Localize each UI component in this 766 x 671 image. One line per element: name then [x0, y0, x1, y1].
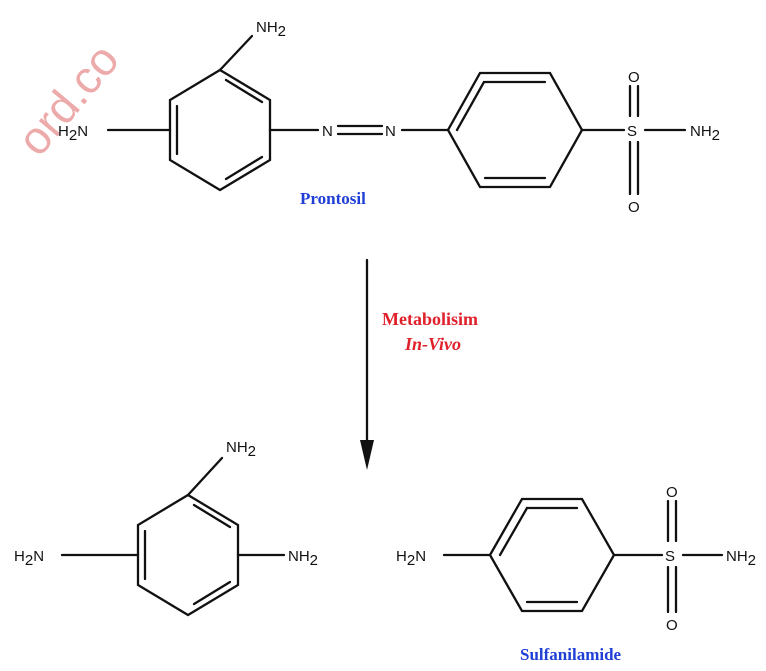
ring-b-double-bond-3: [455, 80, 486, 132]
triaminobenzene-ring: [136, 493, 240, 617]
prontosil-ring-a: [168, 68, 272, 192]
reaction-arrow: [360, 258, 374, 470]
ring-b-hexagon: [446, 71, 584, 189]
atom-oxygen-top-2: O: [628, 199, 640, 216]
ring-a-hexagon: [168, 68, 272, 192]
triamino-double-bond-2: [192, 503, 232, 529]
atom-nh2-top: NH2: [256, 19, 286, 40]
atom-h2n-left: H2N: [58, 123, 88, 144]
prontosil-ring-b: [446, 71, 584, 189]
bond-triamino-nh2-top: [186, 456, 224, 497]
atom-sulfur-top: S: [627, 123, 637, 140]
arrow-head: [360, 440, 374, 470]
sulfanilamide-ring: [488, 497, 616, 613]
atom-oxygen-bottom-1: O: [666, 484, 678, 501]
triamino-double-bond-3: [192, 580, 232, 606]
atom-sulfur-bottom: S: [665, 548, 675, 565]
atom-sulfanilamide-h2n: H2N: [396, 548, 426, 569]
triamino-ring-hexagon: [136, 493, 240, 617]
atom-triamino-nh2-right: NH2: [288, 548, 318, 569]
atom-triamino-h2n-left: H2N: [14, 548, 44, 569]
atom-azo-n2: N: [385, 123, 396, 140]
atom-azo-n1: N: [322, 123, 333, 140]
atom-oxygen-top-1: O: [628, 69, 640, 86]
label-sulfanilamide: Sulfanilamide: [520, 645, 622, 664]
atom-triamino-nh2-top: NH2: [226, 439, 256, 460]
triaminobenzene-molecule: NH2 H2N NH2: [14, 439, 318, 617]
ring-a-double-bond-2: [224, 78, 264, 104]
ring-a-double-bond-3: [224, 155, 264, 181]
atom-sulfonamide-nh2-top: NH2: [690, 123, 720, 144]
label-prontosil: Prontosil: [300, 189, 366, 208]
prontosil-molecule: NH2 H2N N N S O O NH2: [58, 19, 720, 216]
bond-ring-a-nh2-top: [218, 34, 254, 72]
label-in-vivo: In-Vivo: [404, 334, 461, 354]
atom-sulfonamide-nh2-bottom: NH2: [726, 548, 756, 569]
ring-c-hexagon: [488, 497, 616, 613]
ring-c-double-bond-3: [498, 506, 529, 557]
watermark: ord.co: [7, 34, 129, 165]
label-metabolism: Metabolisim: [382, 309, 478, 329]
atom-oxygen-bottom-2: O: [666, 617, 678, 634]
sulfanilamide-molecule: H2N S O O NH2: [396, 484, 756, 634]
